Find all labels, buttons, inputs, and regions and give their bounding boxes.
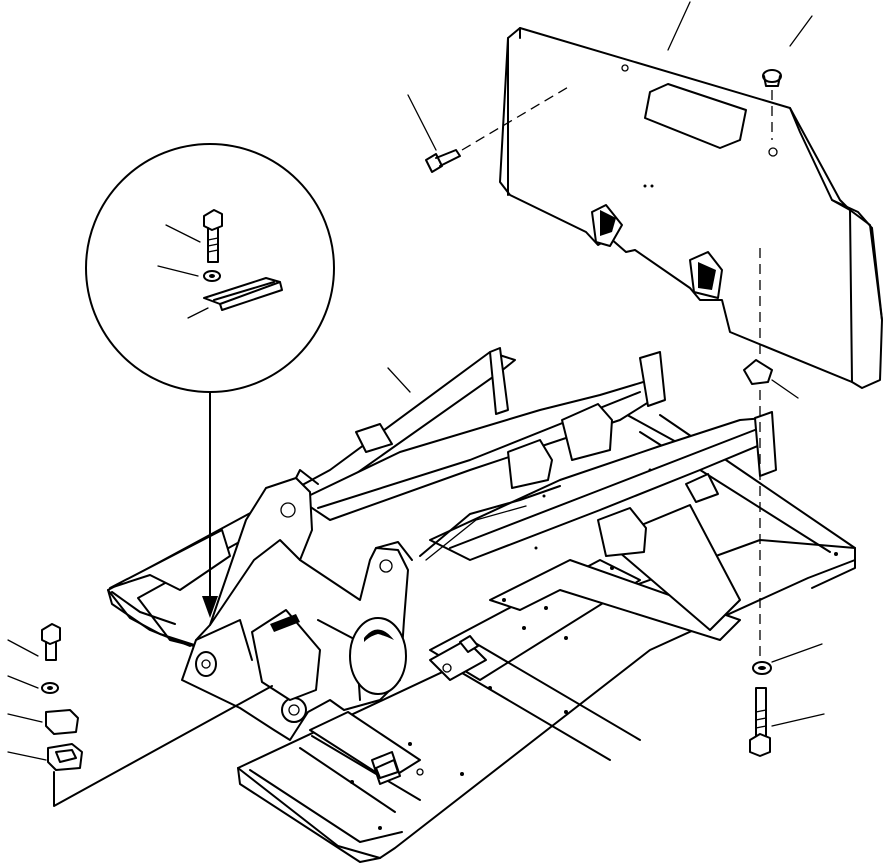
front-bolt bbox=[7, 623, 61, 661]
main-frame-leader bbox=[387, 367, 411, 393]
rear-long-bolt bbox=[749, 687, 825, 757]
detail-bolt bbox=[165, 209, 223, 263]
counterweight-side-bolt bbox=[407, 85, 571, 173]
counterweight bbox=[499, 27, 883, 389]
main-frame bbox=[107, 347, 856, 863]
counterweight-leader bbox=[667, 1, 691, 51]
front-washer bbox=[7, 675, 59, 694]
front-retainer bbox=[7, 743, 83, 771]
detail-view bbox=[85, 143, 335, 618]
detail-washer bbox=[157, 265, 221, 282]
counterweight-plug bbox=[762, 15, 813, 140]
rear-washer bbox=[752, 643, 823, 675]
detail-plate bbox=[187, 277, 283, 319]
front-fasteners bbox=[7, 623, 273, 807]
rear-fasteners bbox=[749, 390, 825, 757]
front-shim bbox=[7, 709, 79, 735]
counterweight-lock-plate bbox=[743, 248, 799, 399]
